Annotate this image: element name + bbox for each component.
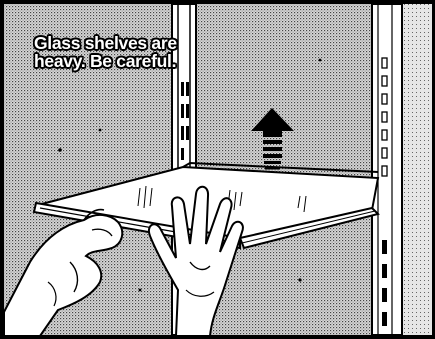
- warning-caption: Glass shelves are heavy. Be careful.: [34, 34, 249, 70]
- caption-line-1: Glass shelves are: [34, 34, 249, 52]
- caption-line-2: heavy. Be careful.: [34, 52, 249, 70]
- right-shelf-rail: [372, 4, 432, 335]
